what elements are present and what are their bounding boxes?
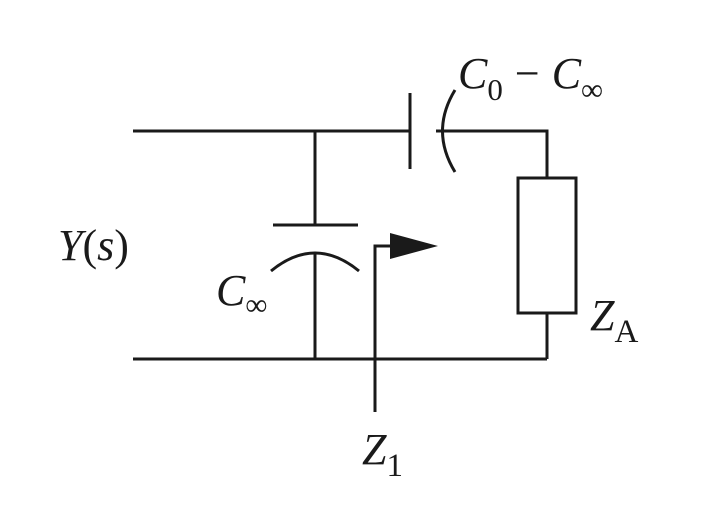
admittance-label: Y(s)	[58, 221, 129, 270]
impedance-a-label: ZA	[590, 291, 638, 350]
impedance-1-label: Z1	[362, 425, 403, 484]
impedance-a-box	[516, 176, 578, 315]
series-capacitor-label: C0−C∞	[458, 49, 603, 107]
right-top-wire	[436, 129, 549, 178]
z1-arrow-head	[390, 233, 438, 259]
z1-pointer-line	[373, 244, 400, 412]
shunt-capacitor-label: C∞	[216, 266, 267, 322]
